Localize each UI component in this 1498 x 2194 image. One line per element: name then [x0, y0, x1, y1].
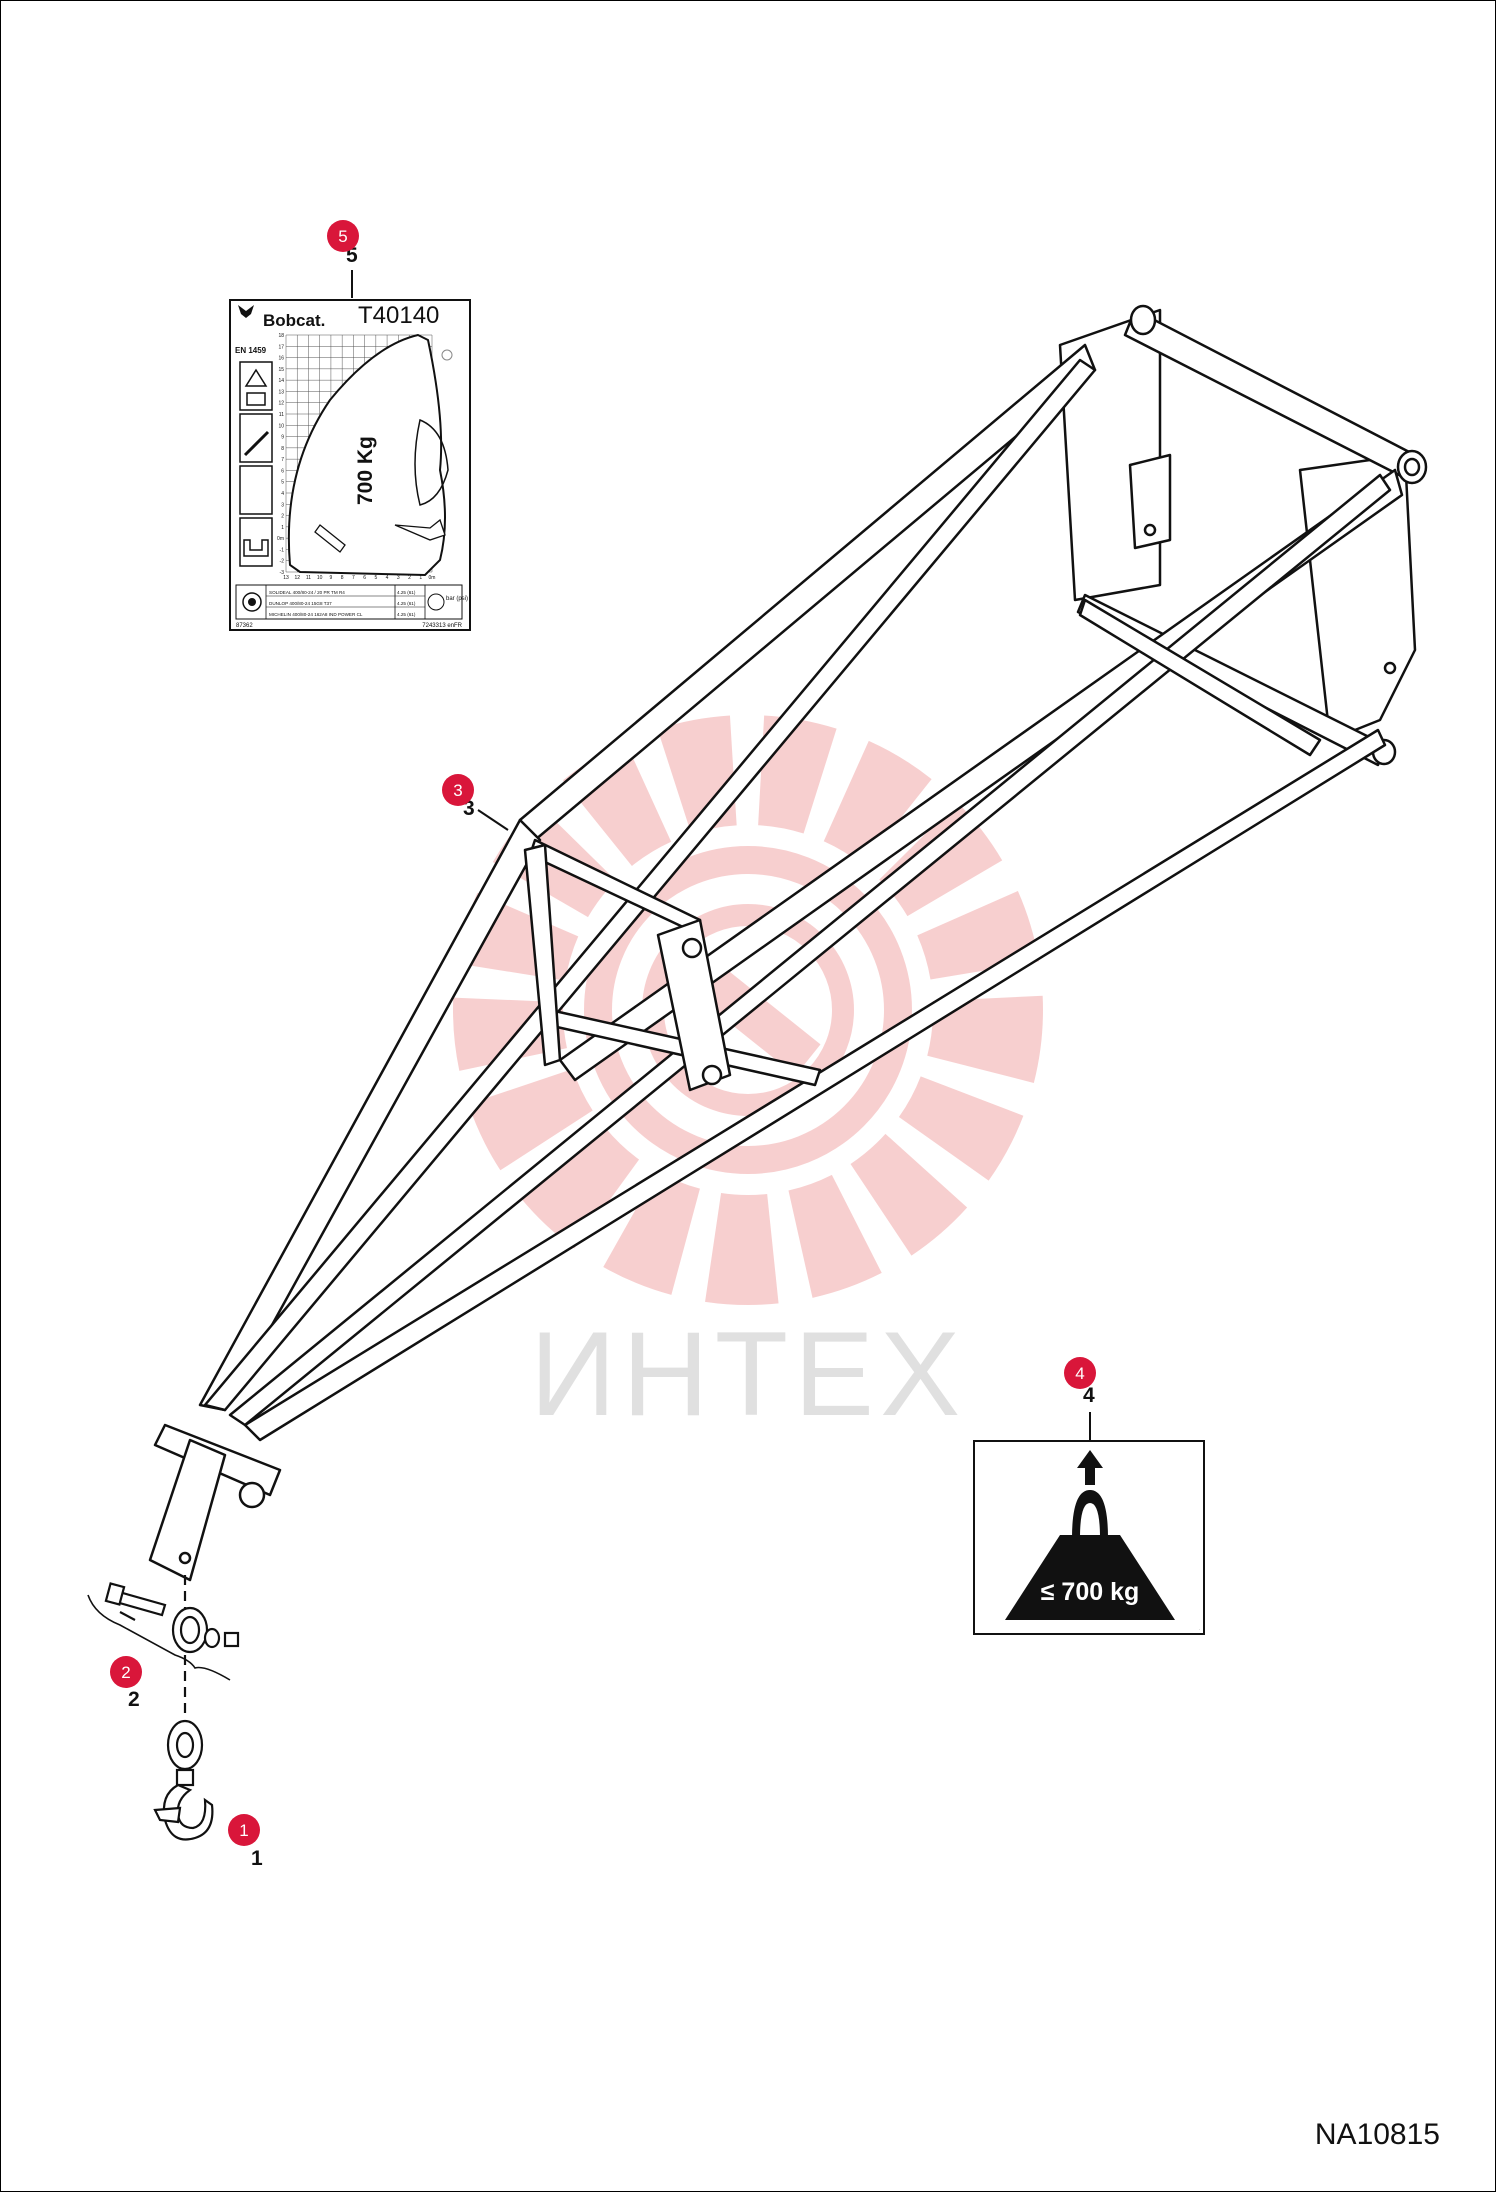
- x-tick-label: 0m: [429, 575, 436, 581]
- y-tick-label: 18: [278, 333, 284, 339]
- jib-frame: [148, 304, 1428, 1582]
- y-tick-label: 9: [281, 435, 284, 441]
- gauge-icon: [427, 593, 445, 611]
- x-tick-label: 9: [330, 575, 333, 581]
- tire-row-1-pressure: 4.25 (61): [397, 590, 416, 595]
- jib-head-lug: [148, 1438, 227, 1582]
- watermark-text: ИНТЕХ: [530, 1307, 966, 1441]
- svg-text:1: 1: [251, 1847, 263, 1870]
- y-tick-label: 15: [278, 367, 284, 373]
- mid-plate: [656, 918, 732, 1092]
- y-tick-label: 17: [278, 344, 284, 350]
- beam-diagonal-2: [228, 473, 1392, 1427]
- y-tick-label: 10: [278, 423, 284, 429]
- x-tick-label: 8: [341, 575, 344, 581]
- load-chart-x-ticks: 13 12 11 10 9 8 7 6 5 4 3 2 1 0m: [283, 575, 435, 581]
- max-load-decal: ≤ 700 kg .: [973, 1440, 1205, 1635]
- x-tick-label: 11: [306, 575, 311, 581]
- watermark-logo: ИНТЕХ: [453, 715, 1043, 1441]
- callout-badge-4[interactable]: 4: [1064, 1357, 1096, 1389]
- tire-row-2: DUNLOP 400/80-24 15G8 T37: [269, 601, 332, 606]
- x-tick-label: 6: [363, 575, 366, 581]
- y-tick-label: -3: [280, 570, 285, 576]
- document-code: NA10815: [1314, 2118, 1440, 2151]
- y-tick-label: 6: [281, 468, 284, 474]
- x-tick-label: 2: [408, 575, 411, 581]
- callout-label-2: 2: [121, 1663, 130, 1682]
- x-tick-label: 7: [352, 575, 355, 581]
- y-tick-label: 16: [278, 356, 284, 362]
- y-tick-label: 13: [278, 389, 284, 395]
- x-tick-label: 1: [419, 575, 422, 581]
- callout-badge-5[interactable]: 5: [327, 220, 359, 252]
- beam-upper-right: [558, 468, 1404, 1082]
- y-tick-label: 2: [281, 514, 284, 520]
- pressure-unit: bar (psi): [446, 596, 468, 602]
- y-tick-label: 0m: [277, 536, 284, 542]
- decal-model: T40140: [358, 302, 439, 329]
- callout-badge-3[interactable]: 3: [442, 774, 474, 806]
- cross-tie-3: [1078, 598, 1322, 757]
- load-envelope: [287, 333, 446, 577]
- tire-row-3-pressure: 4.25 (61): [397, 612, 416, 617]
- y-tick-label: -2: [280, 559, 285, 565]
- x-tick-label: 10: [317, 575, 323, 581]
- callout-label-5: 5: [338, 227, 347, 246]
- svg-text:4: 4: [1083, 1384, 1095, 1407]
- decal-code-left: 87362: [236, 623, 253, 629]
- x-tick-label: 5: [374, 575, 377, 581]
- bobcat-logo-icon: [238, 305, 254, 318]
- svg-text:2: 2: [128, 1688, 140, 1711]
- tire-row-1: SOLIDEAL 400/80-24 / 20 PR TM R4: [269, 590, 345, 595]
- tire-row-3: MICHELIN 400/80-24 162A8 IND POWER CL: [269, 612, 363, 617]
- y-tick-label: 11: [279, 412, 284, 418]
- svg-text:3: 3: [463, 797, 475, 820]
- callout-label-1: 1: [239, 1821, 248, 1840]
- y-tick-label: 1: [281, 525, 284, 531]
- callout-residual-digits: 5 3 4 2 1: [128, 244, 1095, 1870]
- beam-diagonal-1: [203, 358, 1097, 1412]
- decal-code-right: 7243313 enFR: [422, 623, 462, 629]
- y-tick-label: 5: [281, 480, 284, 486]
- weight-icon: [1005, 1535, 1175, 1620]
- hook-assembly: [87, 1575, 240, 1841]
- svg-text:.: .: [1199, 1626, 1200, 1631]
- jib-symbol-icon: [243, 430, 270, 457]
- y-tick-label: 7: [281, 457, 284, 463]
- callout-leaders: [351, 270, 1091, 1440]
- top-cross-tube: [1123, 308, 1417, 480]
- x-tick-label: 4: [386, 575, 389, 581]
- y-tick-label: 14: [278, 378, 284, 384]
- x-tick-label: 13: [283, 575, 289, 581]
- decal-standard: EN 1459: [235, 346, 267, 355]
- load-chart-y-ticks: 18 17 16 15 14 13 12 11 10 9 8 7 6 5 4 3 2 1 0m -1 -2 -3: [277, 333, 284, 576]
- decal-rated-load: 700 Kg: [354, 436, 377, 505]
- y-tick-label: -1: [280, 547, 285, 553]
- callout-badge-2[interactable]: 2: [110, 1656, 142, 1688]
- tire-row-2-pressure: 4.25 (61): [397, 601, 416, 606]
- warning-icon: [244, 368, 268, 387]
- load-chart-decal: Bobcat. T40140 EN 1459 18171615141312111…: [229, 299, 471, 631]
- max-load-text: ≤ 700 kg: [1041, 1578, 1140, 1606]
- callout-label-3: 3: [453, 781, 462, 800]
- y-tick-label: 3: [281, 502, 284, 508]
- callout-label-4: 4: [1075, 1364, 1084, 1383]
- lift-arrow-icon: [1077, 1450, 1103, 1485]
- x-tick-label: 12: [294, 575, 300, 581]
- manual-icon: [246, 392, 266, 406]
- bottom-cross-tube: [1076, 593, 1387, 767]
- decal-brand: Bobcat.: [263, 311, 325, 330]
- forks-icon: [243, 539, 269, 557]
- callout-badge-1[interactable]: 1: [228, 1814, 260, 1846]
- y-tick-label: 8: [281, 446, 284, 452]
- x-tick-label: 3: [397, 575, 400, 581]
- y-tick-label: 4: [281, 491, 284, 497]
- y-tick-label: 12: [278, 401, 284, 407]
